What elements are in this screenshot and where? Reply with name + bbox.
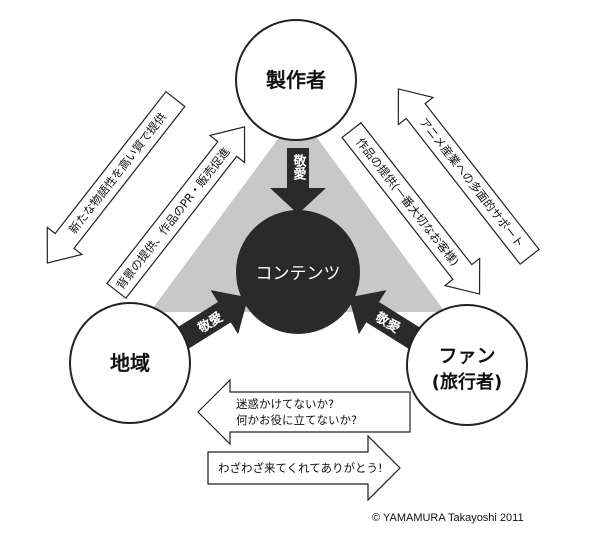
fan-label-line1: ファン — [438, 345, 495, 367]
respect-label-top: 敬愛 — [291, 153, 308, 181]
bother-text-line2: 何かお役に立てないか? — [236, 413, 357, 427]
content-label: コンテンツ — [256, 264, 341, 284]
creator-label: 製作者 — [266, 68, 326, 92]
thanks-text: わざわざ来てくれてありがとう! — [218, 461, 383, 475]
respect-arrow-left — [172, 290, 249, 351]
copyright-notice: © YAMAMURA Takayoshi 2011 — [372, 512, 524, 524]
fan-label-line2: (旅行者) — [432, 371, 502, 393]
respect-arrow-top — [270, 148, 326, 214]
content-circle — [236, 210, 360, 334]
new-stories-text: 新たな物語性を高い質で提供 — [66, 110, 169, 237]
region-label: 地域 — [110, 351, 150, 375]
thanks-arrow: わざわざ来てくれてありがとう! — [207, 434, 401, 502]
respect-arrow-right — [348, 290, 425, 351]
bother-text-line1: 迷惑かけてないか? — [236, 397, 334, 411]
new-stories-arrow: 新たな物語性を高い質で提供 — [46, 90, 186, 264]
bother-arrow: 迷惑かけてないか? 何かお役に立てないか? — [197, 378, 411, 446]
fan-circle — [406, 304, 528, 426]
creator-circle — [235, 19, 357, 141]
anime-support-arrow: アニメ産業への多面的サポート — [397, 88, 540, 266]
region-circle — [69, 302, 191, 424]
